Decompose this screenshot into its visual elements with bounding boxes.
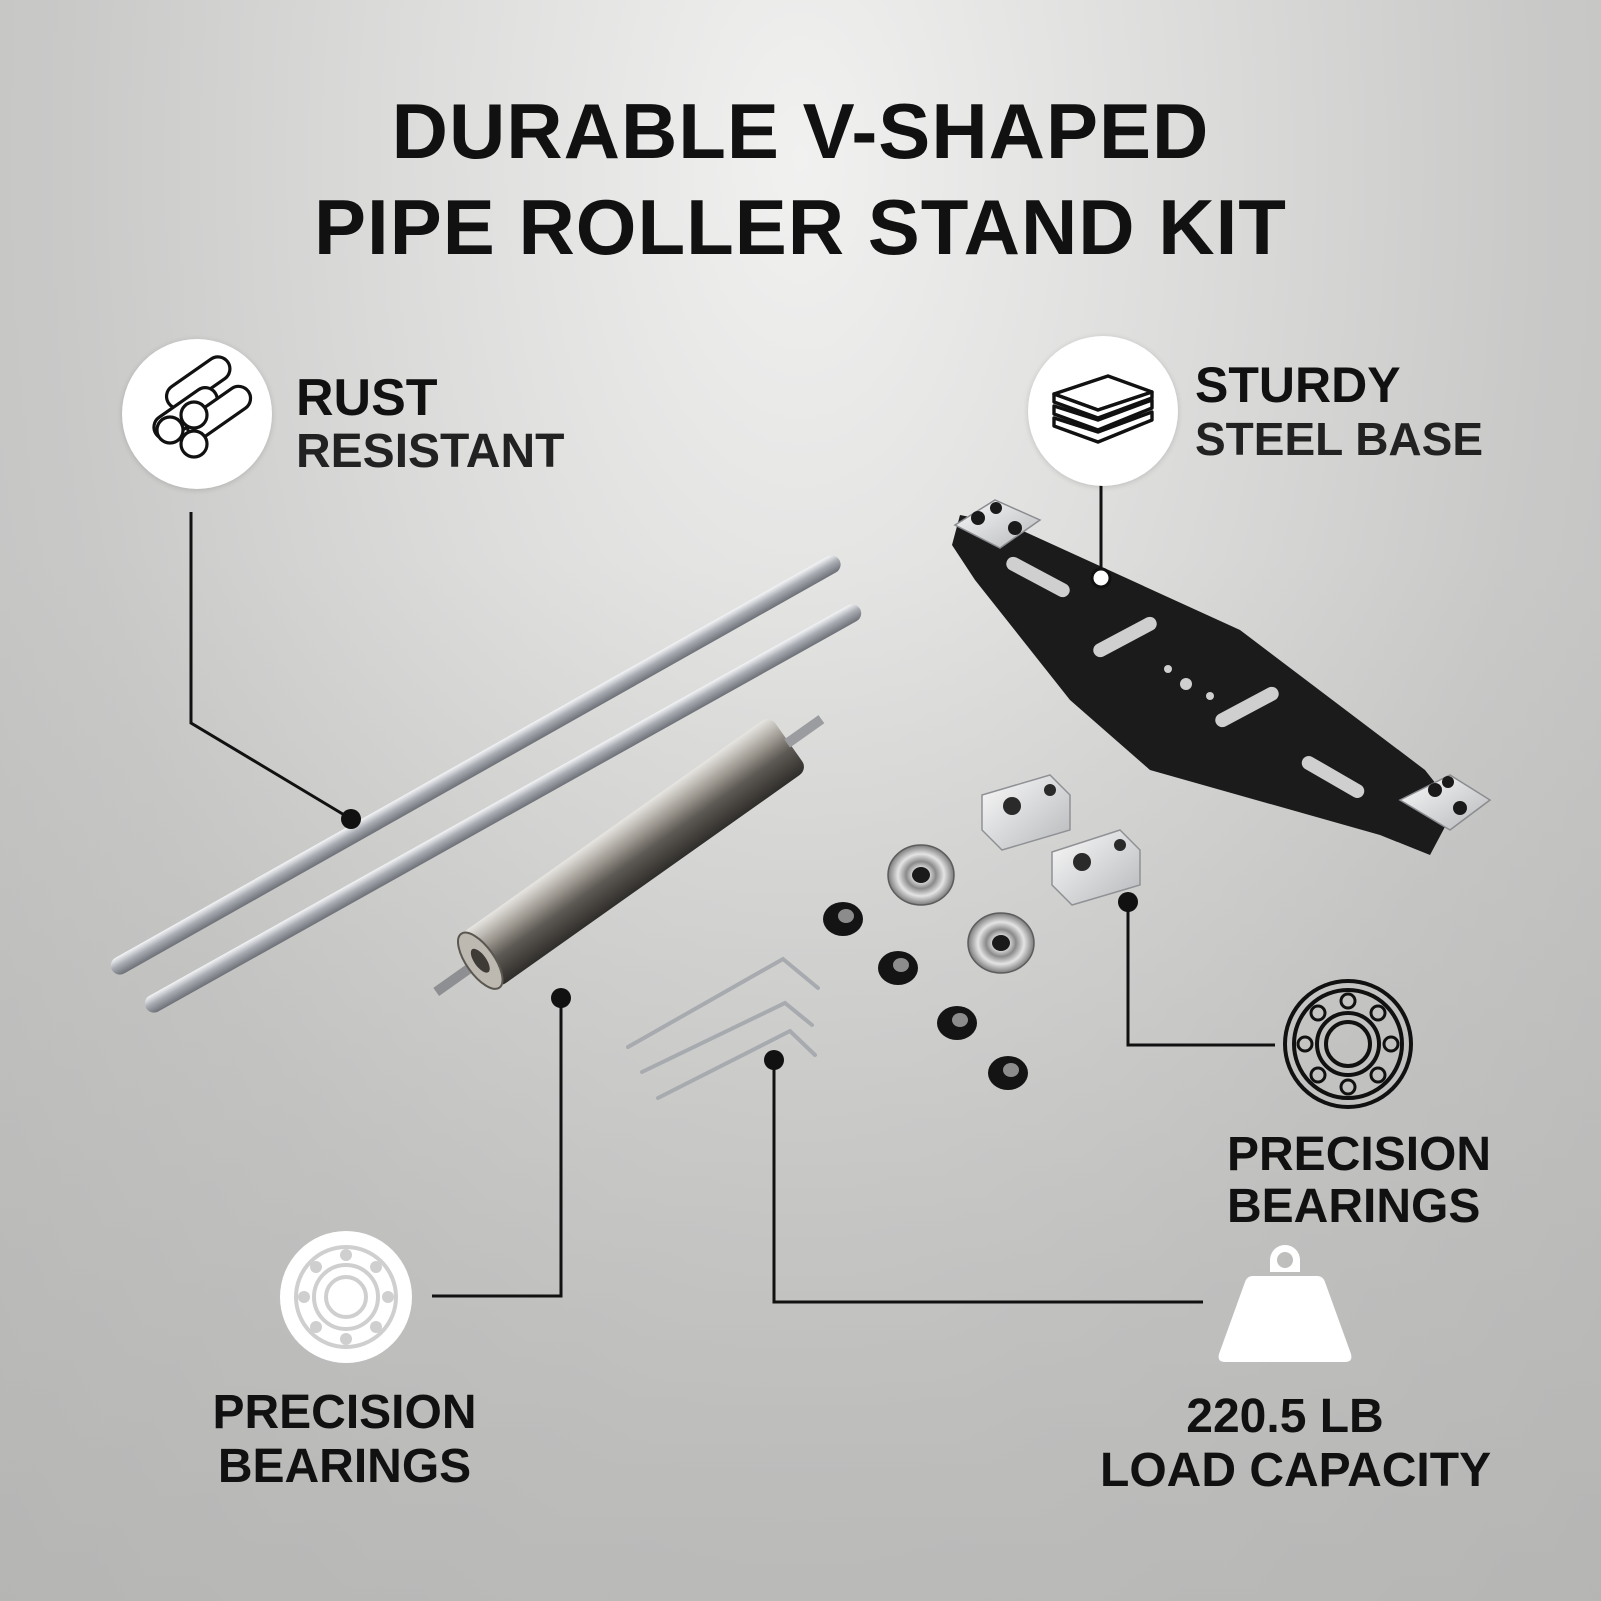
feature-bearings-right-label-1: PRECISION	[1227, 1128, 1492, 1181]
steel-rod	[110, 555, 841, 975]
bearing	[887, 844, 955, 906]
callout-dot	[341, 809, 361, 829]
hex-keys	[626, 956, 820, 1100]
shaft-block	[981, 774, 1071, 851]
steel-base-plate	[952, 499, 1492, 855]
ball-bearing-icon	[277, 1228, 415, 1366]
ball-bearing-icon	[1280, 976, 1416, 1112]
title-line-1: DURABLE V-SHAPED	[391, 87, 1210, 175]
feature-bearings-right-label-2: BEARINGS	[1227, 1180, 1481, 1233]
roller	[433, 715, 825, 997]
feature-load-label-2: LOAD CAPACITY	[1100, 1444, 1492, 1497]
feature-load-label-1: 220.5 LB	[1186, 1390, 1384, 1443]
callout-dot	[551, 988, 571, 1008]
feature-bearings-left-label-2: BEARINGS	[217, 1440, 472, 1493]
title-line-2: PIPE ROLLER STAND KIT	[314, 183, 1287, 271]
feature-rust-label-1: RUST	[296, 369, 438, 427]
feature-rust-label-2: RESISTANT	[296, 425, 565, 478]
callout-dot	[764, 1050, 784, 1070]
steel-rods-icon	[122, 339, 272, 489]
bearing	[967, 912, 1035, 974]
stacked-plates-icon	[1028, 336, 1178, 486]
callout-dot	[1118, 892, 1138, 912]
steel-rod	[144, 604, 862, 1013]
feature-base-label-2: STEEL BASE	[1195, 413, 1483, 465]
shaft-block	[1051, 829, 1141, 906]
feature-base-label-1: STURDY	[1195, 357, 1401, 413]
weight-icon	[1215, 1238, 1355, 1364]
callout-dot	[1090, 567, 1112, 589]
feature-bearings-left-label-1: PRECISION	[212, 1386, 477, 1439]
